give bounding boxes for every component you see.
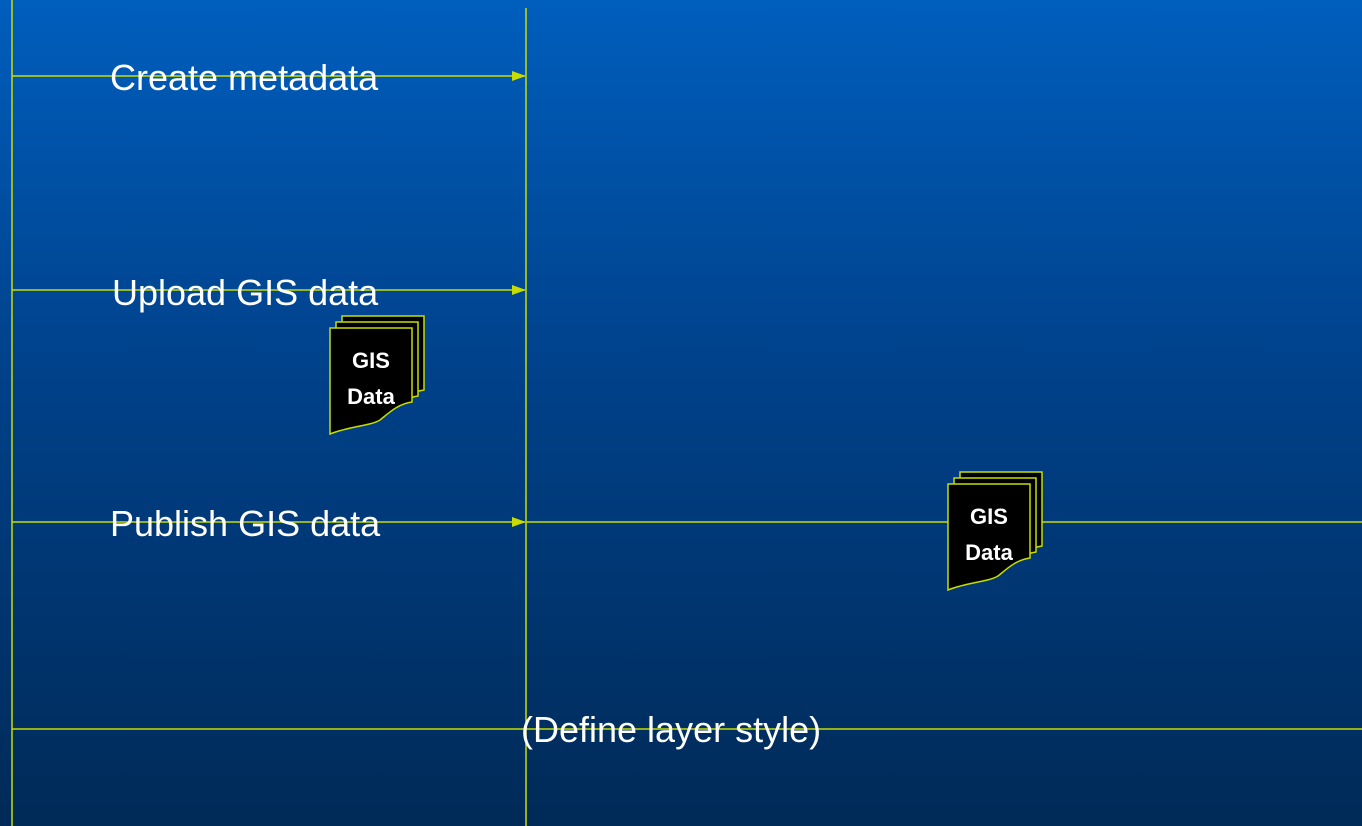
document-label-line1: GIS <box>970 504 1008 529</box>
define-layer-style-label: (Define layer style) <box>521 709 822 750</box>
publish-gis-data-label: Publish GIS data <box>110 503 381 544</box>
document-label-line1: GIS <box>352 348 390 373</box>
create-metadata-label: Create metadata <box>110 57 379 98</box>
document-label-line2: Data <box>965 540 1013 565</box>
upload-gis-data-label: Upload GIS data <box>112 272 379 313</box>
gis-data-document-icon: GIS Data <box>947 471 1043 592</box>
document-label-line2: Data <box>347 384 395 409</box>
gis-data-document-icon: GIS Data <box>329 315 425 436</box>
